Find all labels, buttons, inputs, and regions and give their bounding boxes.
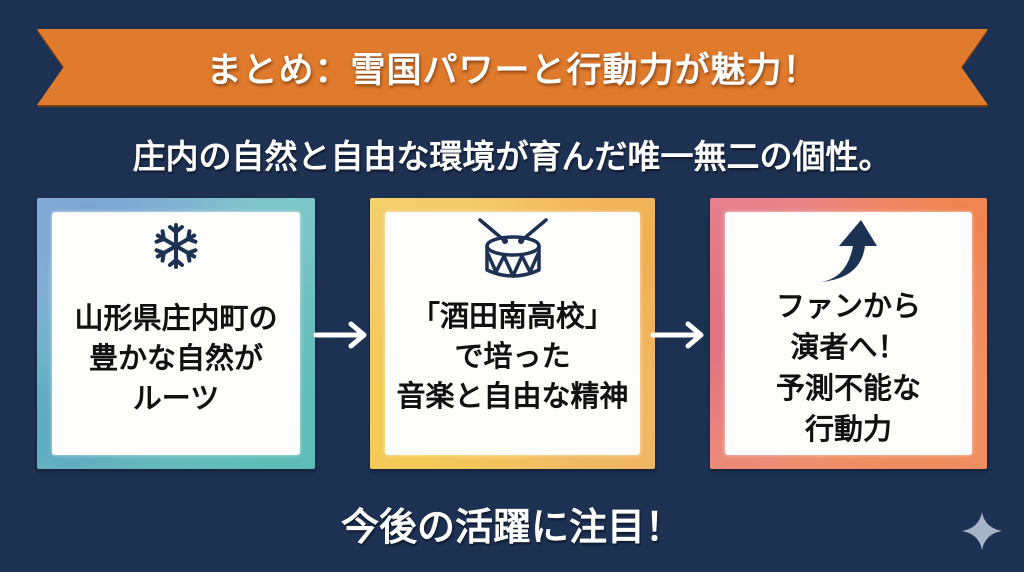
- card-inner: [725, 212, 972, 455]
- right-arrow-icon: [650, 321, 704, 349]
- card-roots: 山形県庄内町の 豊かな自然が ルーツ: [37, 198, 315, 469]
- subtitle: 庄内の自然と自由な環境が育んだ唯一無二の個性。: [132, 137, 892, 176]
- card-line: 音楽と自由な精神: [396, 379, 629, 413]
- card-line: 「酒田南高校」: [410, 299, 614, 333]
- card-line: で培った: [454, 339, 571, 373]
- card-inner: [385, 212, 640, 455]
- card-school: 「酒田南高校」 で培った 音楽と自由な精神: [370, 198, 655, 469]
- card-line: 豊かな自然が: [88, 341, 263, 375]
- curved-up-arrow-icon: [820, 220, 877, 282]
- drum-icon: [477, 218, 548, 278]
- card-text: 「酒田南高校」 で培った 音楽と自由な精神: [370, 296, 655, 416]
- card-text: 山形県庄内町の 豊かな自然が ルーツ: [37, 298, 315, 418]
- title-ribbon: [37, 29, 988, 105]
- card-line: 演者へ！: [790, 330, 907, 364]
- card-text: ファンから 演者へ！ 予測不能な 行動力: [710, 286, 987, 450]
- card-line: ルーツ: [132, 381, 220, 415]
- card-line: 山形県庄内町の: [74, 301, 278, 335]
- card-line: 予測不能な: [775, 371, 921, 405]
- card-line: 行動力: [804, 412, 892, 446]
- ribbon-title: まとめ：雪国パワーと行動力が魅力！: [206, 50, 819, 91]
- footer-callout: 今後の活躍に注目！: [340, 505, 683, 549]
- right-arrow-icon: [313, 321, 367, 349]
- card-line: ファンから: [775, 289, 921, 323]
- snowflake-icon: [152, 223, 200, 269]
- sparkle-icon: [962, 512, 1002, 550]
- card-action: ファンから 演者へ！ 予測不能な 行動力: [710, 198, 987, 469]
